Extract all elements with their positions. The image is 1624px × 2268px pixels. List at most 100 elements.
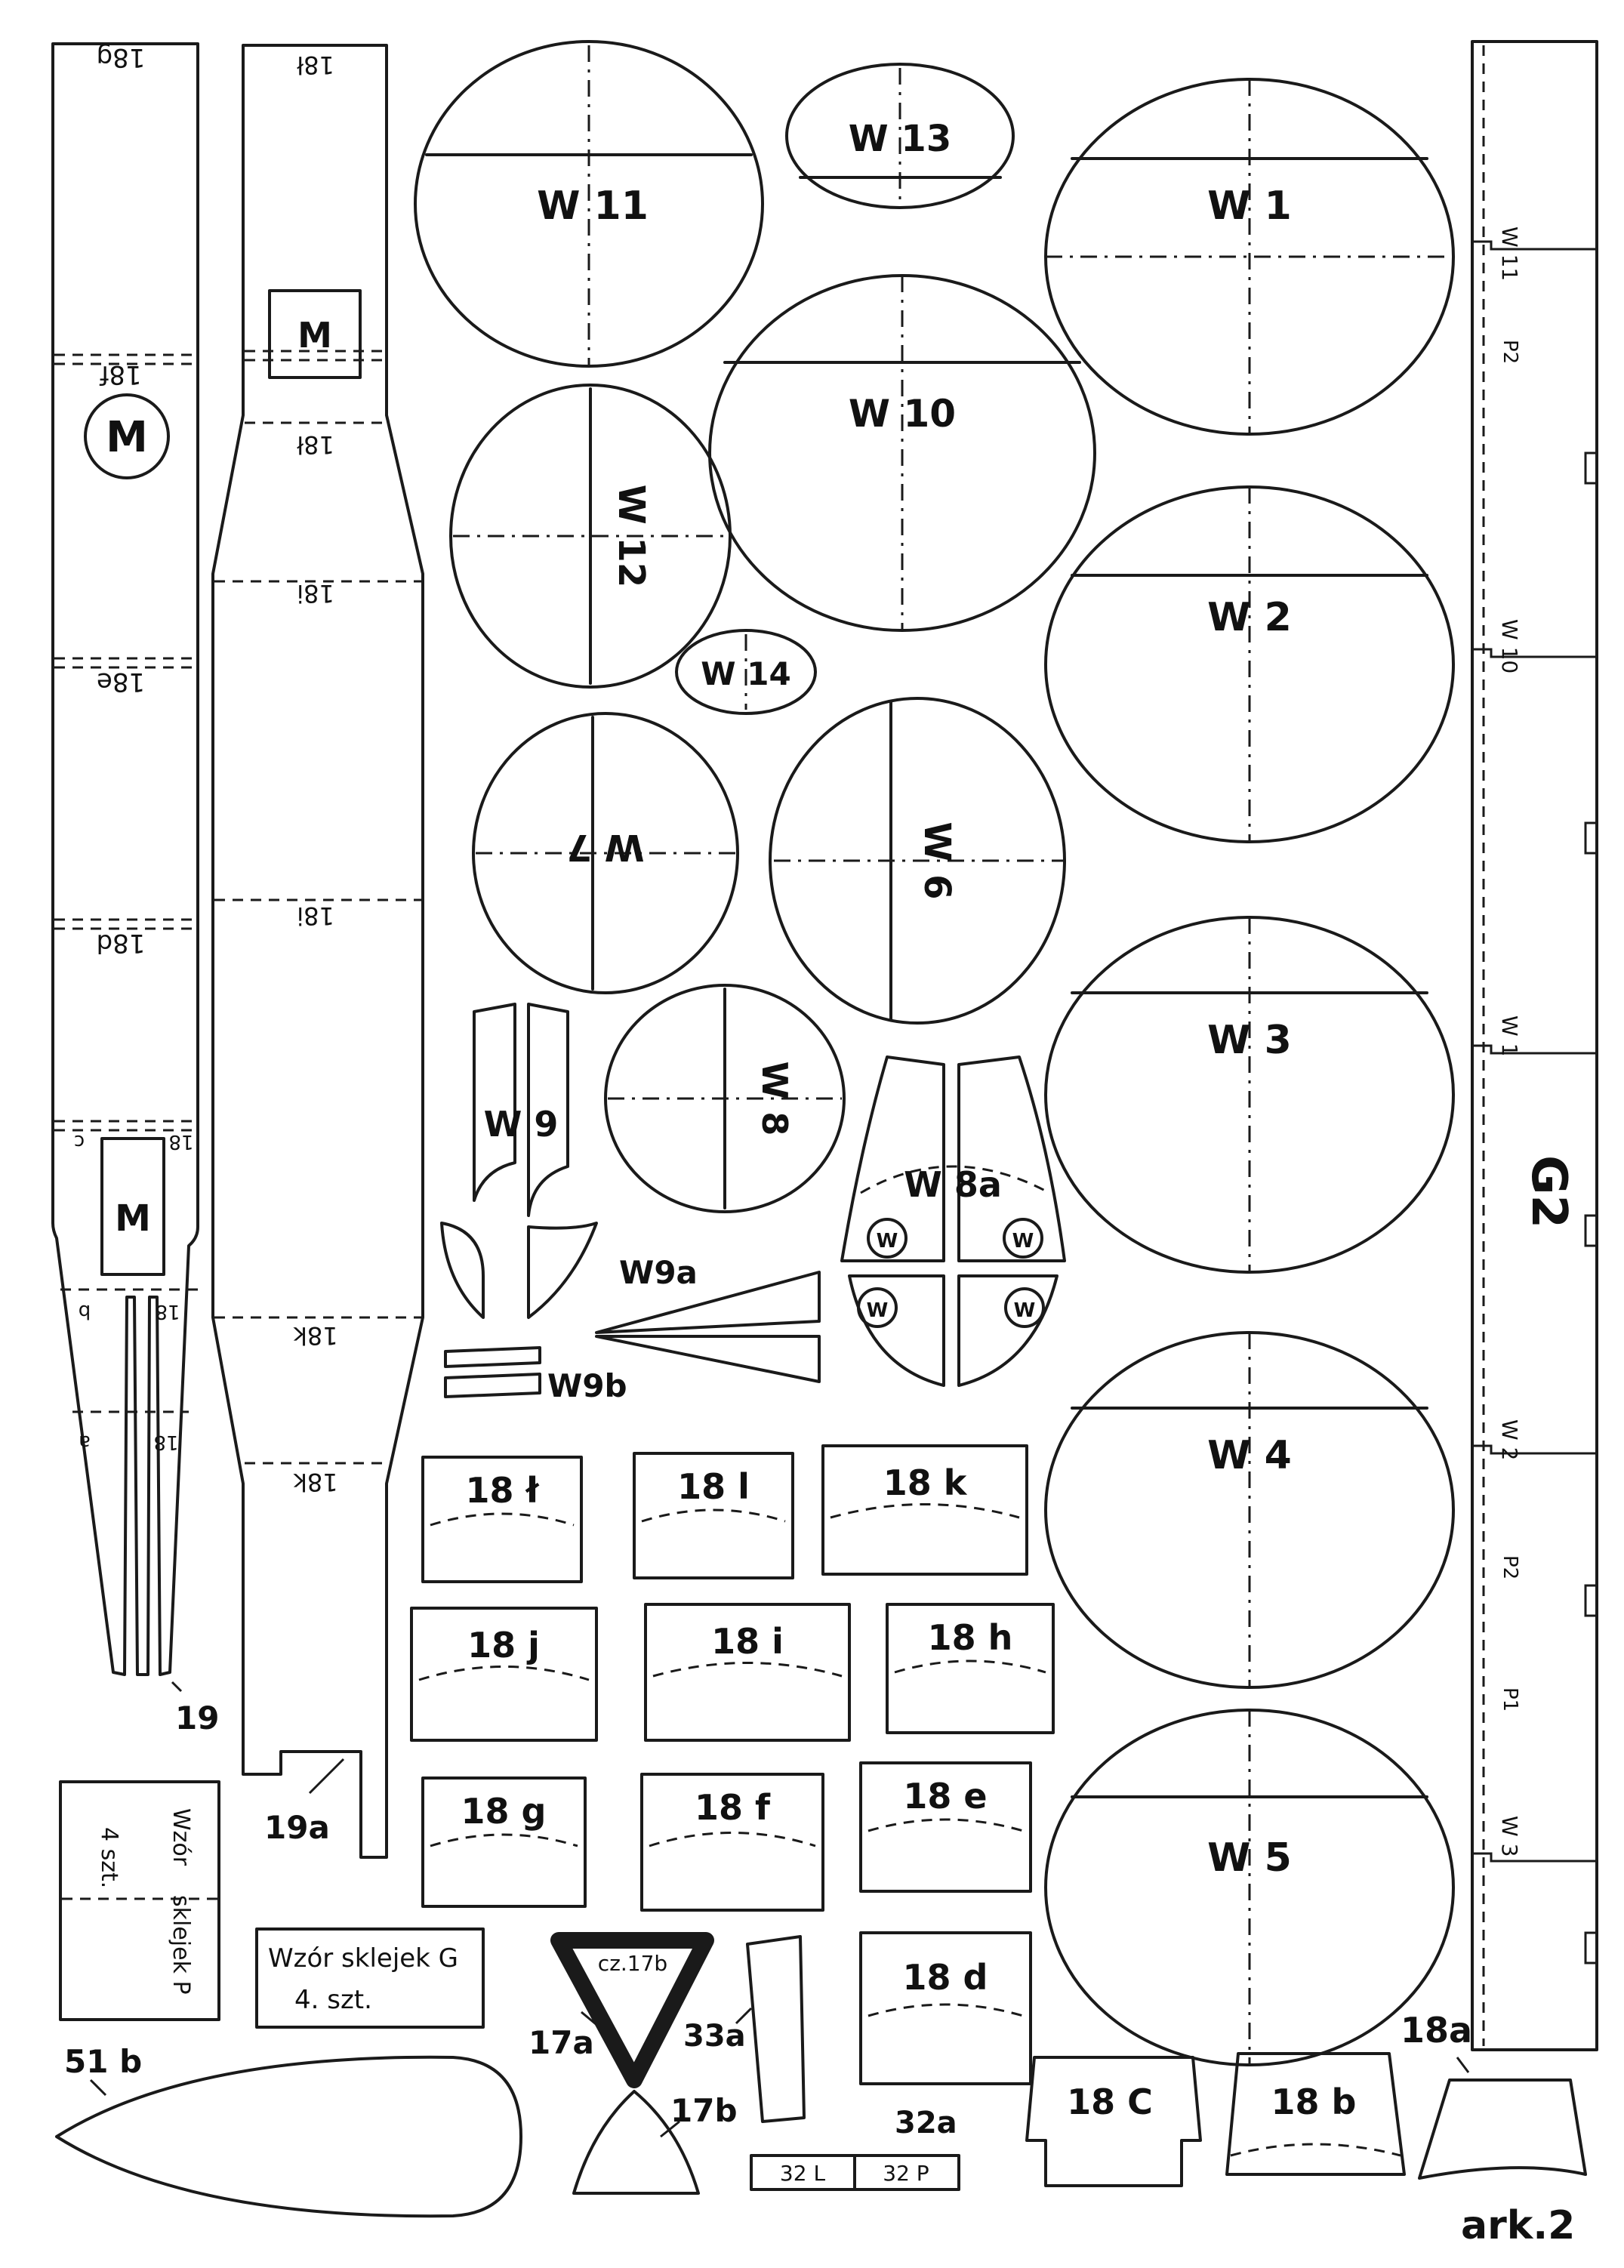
strip-19-m2: M — [115, 1197, 151, 1240]
rib-18j: 18 j — [410, 1607, 598, 1742]
former-w8-label: W 8 — [754, 1062, 795, 1136]
template-p-text-2: sklejek P — [168, 1895, 194, 1995]
strip-19a-key-18k: 18k — [293, 1321, 338, 1350]
part-32: 32a 32 L 32 P — [750, 2106, 960, 2191]
former-w8a-w1: W — [877, 1230, 898, 1253]
template-p-text-1: Wzór — [168, 1808, 194, 1866]
rib-18b: 18 b — [1225, 2052, 1406, 2176]
former-w12: W 12 — [449, 384, 732, 689]
former-w8: W 8 — [604, 984, 846, 1213]
strip-19a-key-18l-2: 18ł — [296, 430, 334, 459]
rib-18j-label: 18 j — [467, 1625, 540, 1666]
keel-w2: W 2 — [1497, 1419, 1522, 1460]
former-w6-label: W 6 — [916, 821, 958, 899]
former-w7-label: W 7 — [566, 826, 644, 868]
rib-18i: 18 i — [644, 1603, 851, 1742]
strip-19a: M 18ł 18ł 18i 18i 18k 18k 19a — [211, 44, 424, 1859]
part-32p-label: 32 P — [883, 2161, 929, 2186]
former-w9b-label: W9b — [547, 1367, 627, 1404]
rib-18c: 18 C — [1025, 2056, 1202, 2187]
strip-19-key-c: c — [74, 1130, 85, 1153]
rib-18l-a: 18 ł — [421, 1456, 583, 1583]
former-w13: W 13 — [785, 63, 1015, 209]
part-32l-label: 32 L — [780, 2161, 826, 2186]
former-w14-label: W 14 — [701, 655, 790, 692]
strip-19-key-18b: 18 — [155, 1300, 180, 1323]
rib-18e: 18 e — [859, 1761, 1032, 1893]
rib-18g-label: 18 g — [461, 1791, 547, 1832]
strip-19a-key-18i-2: 18i — [297, 901, 334, 930]
former-w9-label: W 9 — [484, 1104, 559, 1145]
rib-18h: 18 h — [886, 1603, 1055, 1734]
rib-18f-label: 18 f — [695, 1787, 771, 1828]
former-w8a-w4: W — [1014, 1299, 1036, 1322]
former-w6: W 6 — [769, 697, 1066, 1025]
rib-18d: 18 d — [859, 1931, 1032, 2085]
template-p-count: 4 szt. — [96, 1827, 122, 1888]
former-w3: W 3 — [1044, 916, 1455, 1274]
keel: W 11 P2 W 10 W 1 W 2 P2 P1 W 3 G2 — [1471, 40, 1598, 2051]
strip-19-key-18f: 18f — [99, 359, 141, 390]
rib-18l-b-label: 18 l — [677, 1466, 750, 1507]
strip-19-key-18e: 18e — [97, 667, 145, 697]
former-w11-label: W 11 — [537, 183, 649, 229]
part-51b-label: 51 b — [64, 2043, 142, 2080]
rib-18a-label: 18a — [1401, 2010, 1472, 2051]
former-w9: W 9 W9a W9b — [440, 1003, 821, 1404]
strip-19-label: 19 — [175, 1699, 219, 1736]
strip-19a-key-18l: 18ł — [296, 51, 334, 79]
rib-18k-label: 18 k — [883, 1462, 968, 1503]
part-17a-label: 17a — [528, 2024, 594, 2061]
former-w7: W 7 — [472, 712, 739, 994]
formers-medium: W 11 W 13 W 10 W 12 W 14 — [414, 40, 1096, 1213]
misc-parts: Wzór 4 szt. sklejek P Wzór sklejek G 4. … — [55, 1780, 1575, 2248]
keel-w3: W 3 — [1497, 1816, 1522, 1857]
part-17b-label: 17b — [670, 2092, 738, 2129]
strip-19-key-18c: 18 — [168, 1130, 193, 1153]
part-33a: 33a — [683, 1935, 806, 2123]
strip-19-key-18d: 18d — [97, 928, 146, 958]
part-33a-label: 33a — [683, 2019, 746, 2054]
former-w8a-w3: W — [867, 1299, 889, 1322]
strip-19-key-18a: 18 — [153, 1431, 178, 1453]
rib-18e-label: 18 e — [903, 1776, 987, 1817]
former-w2-label: W 2 — [1207, 595, 1292, 640]
former-w11: W 11 — [414, 40, 764, 368]
former-w13-label: W 13 — [849, 118, 951, 160]
strip-19-key-a: a — [79, 1431, 91, 1453]
sheet-number: ark.2 — [1461, 2203, 1575, 2248]
rib-18a: 18a — [1401, 2010, 1587, 2180]
former-w8a: W 8a W W W W — [840, 1055, 1066, 1387]
sheet-code: G2 — [1521, 1155, 1576, 1228]
former-w8a-label: W 8a — [904, 1164, 1002, 1205]
template-g: Wzór sklejek G 4. szt. — [255, 1927, 485, 2029]
strip-19-key-b: b — [79, 1300, 91, 1323]
keel-w10: W 10 — [1497, 619, 1522, 673]
keel-p2-b: P2 — [1499, 1555, 1521, 1579]
template-g-count: 4. szt. — [294, 1985, 372, 2015]
strip-19-key-18g: 18g — [97, 42, 146, 72]
former-w9a-label: W9a — [619, 1254, 698, 1291]
rib-18g: 18 g — [421, 1776, 587, 1908]
strip-19a-m: M — [297, 315, 332, 356]
template-p: Wzór 4 szt. sklejek P — [59, 1780, 220, 2021]
former-w8a-w2: W — [1012, 1230, 1034, 1253]
keel-p1: P1 — [1499, 1687, 1521, 1712]
part-17b: 17b — [572, 2090, 738, 2195]
part-32a-label: 32a — [895, 2106, 957, 2140]
rib-18h-label: 18 h — [928, 1617, 1013, 1658]
keel-w1: W 1 — [1497, 1015, 1522, 1056]
former-w1-label: W 1 — [1207, 183, 1292, 229]
rib-18f: 18 f — [640, 1773, 824, 1912]
rib-18l-b: 18 l — [633, 1452, 794, 1579]
former-w2: W 2 — [1044, 485, 1455, 843]
ribs: 18 ł 18 l 18 k 18 j 18 i 18 h 18 g 18 f … — [410, 1444, 1587, 2187]
former-w4-label: W 4 — [1207, 1433, 1292, 1478]
strip-19: M M 18g 18f 18e 18d c 18 b 18 a 18 19 — [51, 42, 219, 1736]
former-w10: W 10 — [708, 274, 1096, 632]
rib-18k: 18 k — [821, 1444, 1028, 1576]
strip-19a-key-18i: 18i — [297, 579, 334, 608]
rib-18b-label: 18 b — [1271, 2082, 1357, 2122]
former-w12-label: W 12 — [610, 485, 652, 587]
